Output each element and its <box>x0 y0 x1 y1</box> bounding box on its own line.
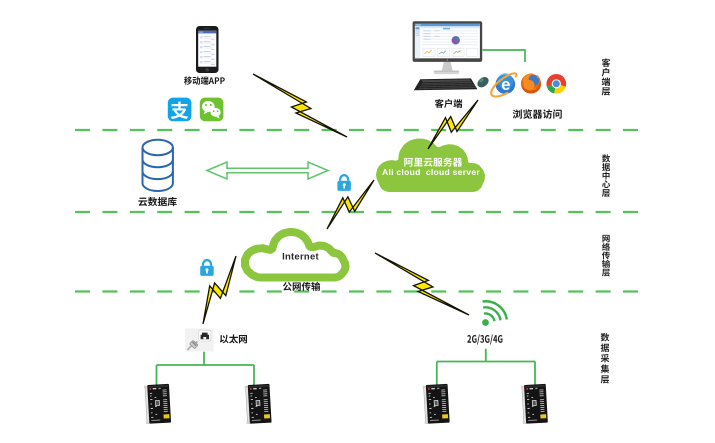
svg-text:Ali cloud cloud server: Ali cloud cloud server <box>382 167 480 177</box>
svg-text:e: e <box>501 76 510 94</box>
svg-text:Internet: Internet <box>282 251 319 262</box>
